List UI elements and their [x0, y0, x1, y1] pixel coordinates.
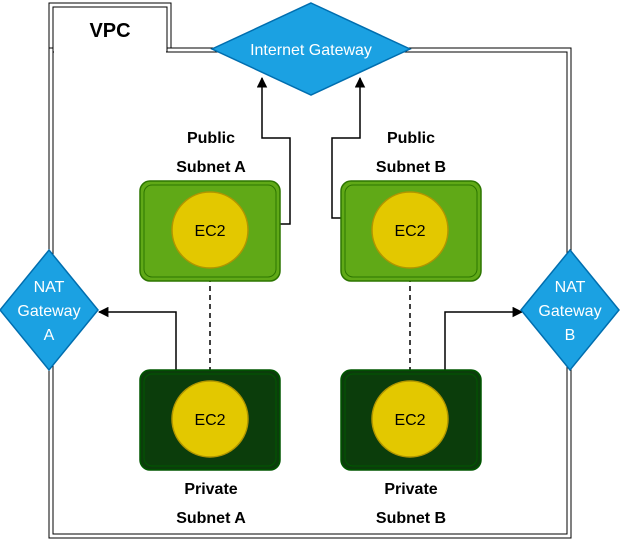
- connector-public-a-to-igw: [256, 76, 291, 225]
- vpc-container: [48, 47, 572, 539]
- ec2-public-b-label: EC2: [394, 223, 425, 240]
- nat-gateway-b-shape: [520, 248, 620, 372]
- nat-gateway-b-label-line1: NAT: [555, 279, 586, 296]
- vpc-tab: VPC: [48, 2, 172, 54]
- nat-gateway-a-label-line2: Gateway: [17, 303, 80, 320]
- internet-gateway-label: Internet Gateway: [250, 42, 372, 59]
- ec2-private-a-icon[interactable]: [171, 380, 249, 458]
- nat-gateway-a-label-line3: A: [44, 327, 55, 344]
- connector-private-b-to-nat-b: [444, 306, 524, 372]
- nat-gateway-a-shape: [0, 248, 99, 372]
- public-subnet-b-label-line1: Public: [387, 130, 435, 147]
- public-subnet-b[interactable]: Public Subnet B EC2: [340, 130, 482, 282]
- public-subnet-a-label-line1: Public: [187, 130, 235, 147]
- connector-public-b-to-igw: [331, 76, 366, 219]
- ec2-private-b-icon[interactable]: [371, 380, 449, 458]
- ec2-public-b-icon[interactable]: [371, 191, 449, 269]
- private-subnet-b-label-line2: Subnet B: [376, 510, 446, 527]
- public-subnet-a[interactable]: Public Subnet A EC2: [139, 130, 281, 282]
- internet-gateway[interactable]: Internet Gateway: [210, 2, 412, 96]
- public-subnet-a-label-line2: Subnet A: [176, 159, 246, 176]
- connectors: [97, 76, 524, 382]
- ec2-public-a-label: EC2: [194, 223, 225, 240]
- ec2-private-b-label: EC2: [394, 412, 425, 429]
- nat-gateway-a[interactable]: NAT Gateway A: [0, 248, 99, 372]
- vpc-title: VPC: [89, 20, 130, 42]
- nat-gateway-b-label-line3: B: [565, 327, 576, 344]
- ec2-public-a-icon[interactable]: [171, 191, 249, 269]
- private-subnet-a-label-line1: Private: [184, 481, 237, 498]
- private-subnet-a[interactable]: EC2 Private Subnet A: [139, 369, 281, 527]
- public-subnet-b-label-line2: Subnet B: [376, 159, 446, 176]
- internet-gateway-shape: [210, 2, 412, 96]
- ec2-private-a-label: EC2: [194, 412, 225, 429]
- nat-gateway-a-label-line1: NAT: [34, 279, 65, 296]
- private-subnet-a-label-line2: Subnet A: [176, 510, 246, 527]
- private-subnet-b-label-line1: Private: [384, 481, 437, 498]
- nat-gateway-b-label-line2: Gateway: [538, 303, 601, 320]
- connector-private-a-to-nat-a: [97, 306, 177, 372]
- nat-gateway-b[interactable]: NAT Gateway B: [520, 248, 620, 372]
- private-subnet-b[interactable]: EC2 Private Subnet B: [340, 369, 482, 527]
